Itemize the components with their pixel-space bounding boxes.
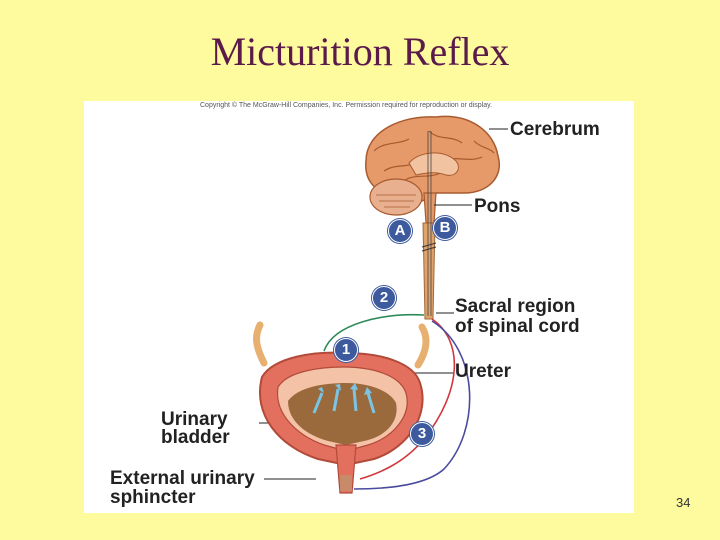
sensory-pathway xyxy=(323,313,425,352)
spinal-cord xyxy=(422,222,436,320)
badge-b: B xyxy=(433,216,457,240)
label-pons: Pons xyxy=(474,196,521,217)
label-sacral-line2: of spinal cord xyxy=(455,316,580,337)
bladder-illustration xyxy=(253,321,430,494)
label-bladder-line1: Urinary xyxy=(161,409,228,430)
page-number: 34 xyxy=(676,495,691,510)
badge-1: 1 xyxy=(334,338,358,362)
badge-a: A xyxy=(388,219,412,243)
label-sacral-line1: Sacral region xyxy=(455,296,576,317)
slide-title: Micturition Reflex xyxy=(210,29,510,74)
label-cerebrum: Cerebrum xyxy=(510,119,600,140)
label-ureter: Ureter xyxy=(455,361,511,382)
label-sphincter-line2: sphincter xyxy=(110,487,196,508)
badge-3: 3 xyxy=(410,422,434,446)
badge-2: 2 xyxy=(372,286,396,310)
copyright-notice: Copyright © The McGraw-Hill Companies, I… xyxy=(200,102,493,109)
brain-illustration xyxy=(365,115,500,224)
anatomy-illustration xyxy=(253,115,508,494)
label-sphincter-line1: External urinary xyxy=(110,468,255,489)
motor-pathway-blue xyxy=(353,320,471,490)
micturition-figure: Copyright © The McGraw-Hill Companies, I… xyxy=(84,101,634,513)
label-bladder-line2: bladder xyxy=(161,427,230,448)
